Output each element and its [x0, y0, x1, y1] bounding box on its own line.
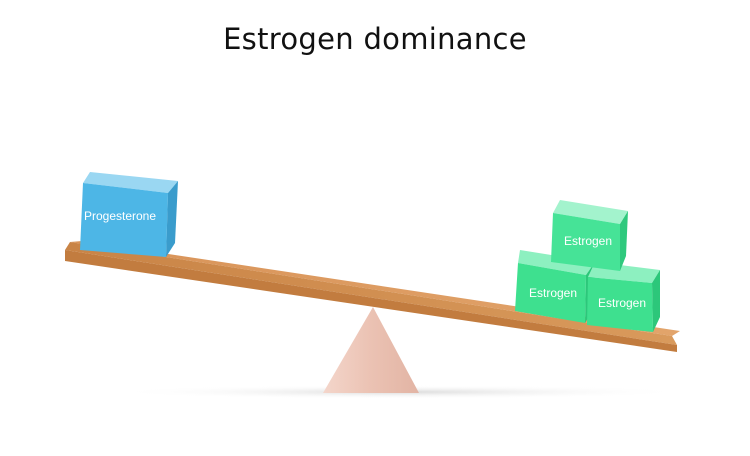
progesterone-label: Progesterone [84, 209, 156, 223]
estrogen-block-top: Estrogen [551, 200, 628, 271]
estrogen-block-bottom-right: Estrogen [587, 262, 660, 332]
estrogen-label-top: Estrogen [564, 234, 612, 248]
estrogen-label-bottom-left: Estrogen [529, 286, 577, 300]
estrogen-label-bottom-right: Estrogen [598, 296, 646, 310]
fulcrum [323, 307, 419, 393]
progesterone-block: Progesterone [80, 172, 178, 257]
